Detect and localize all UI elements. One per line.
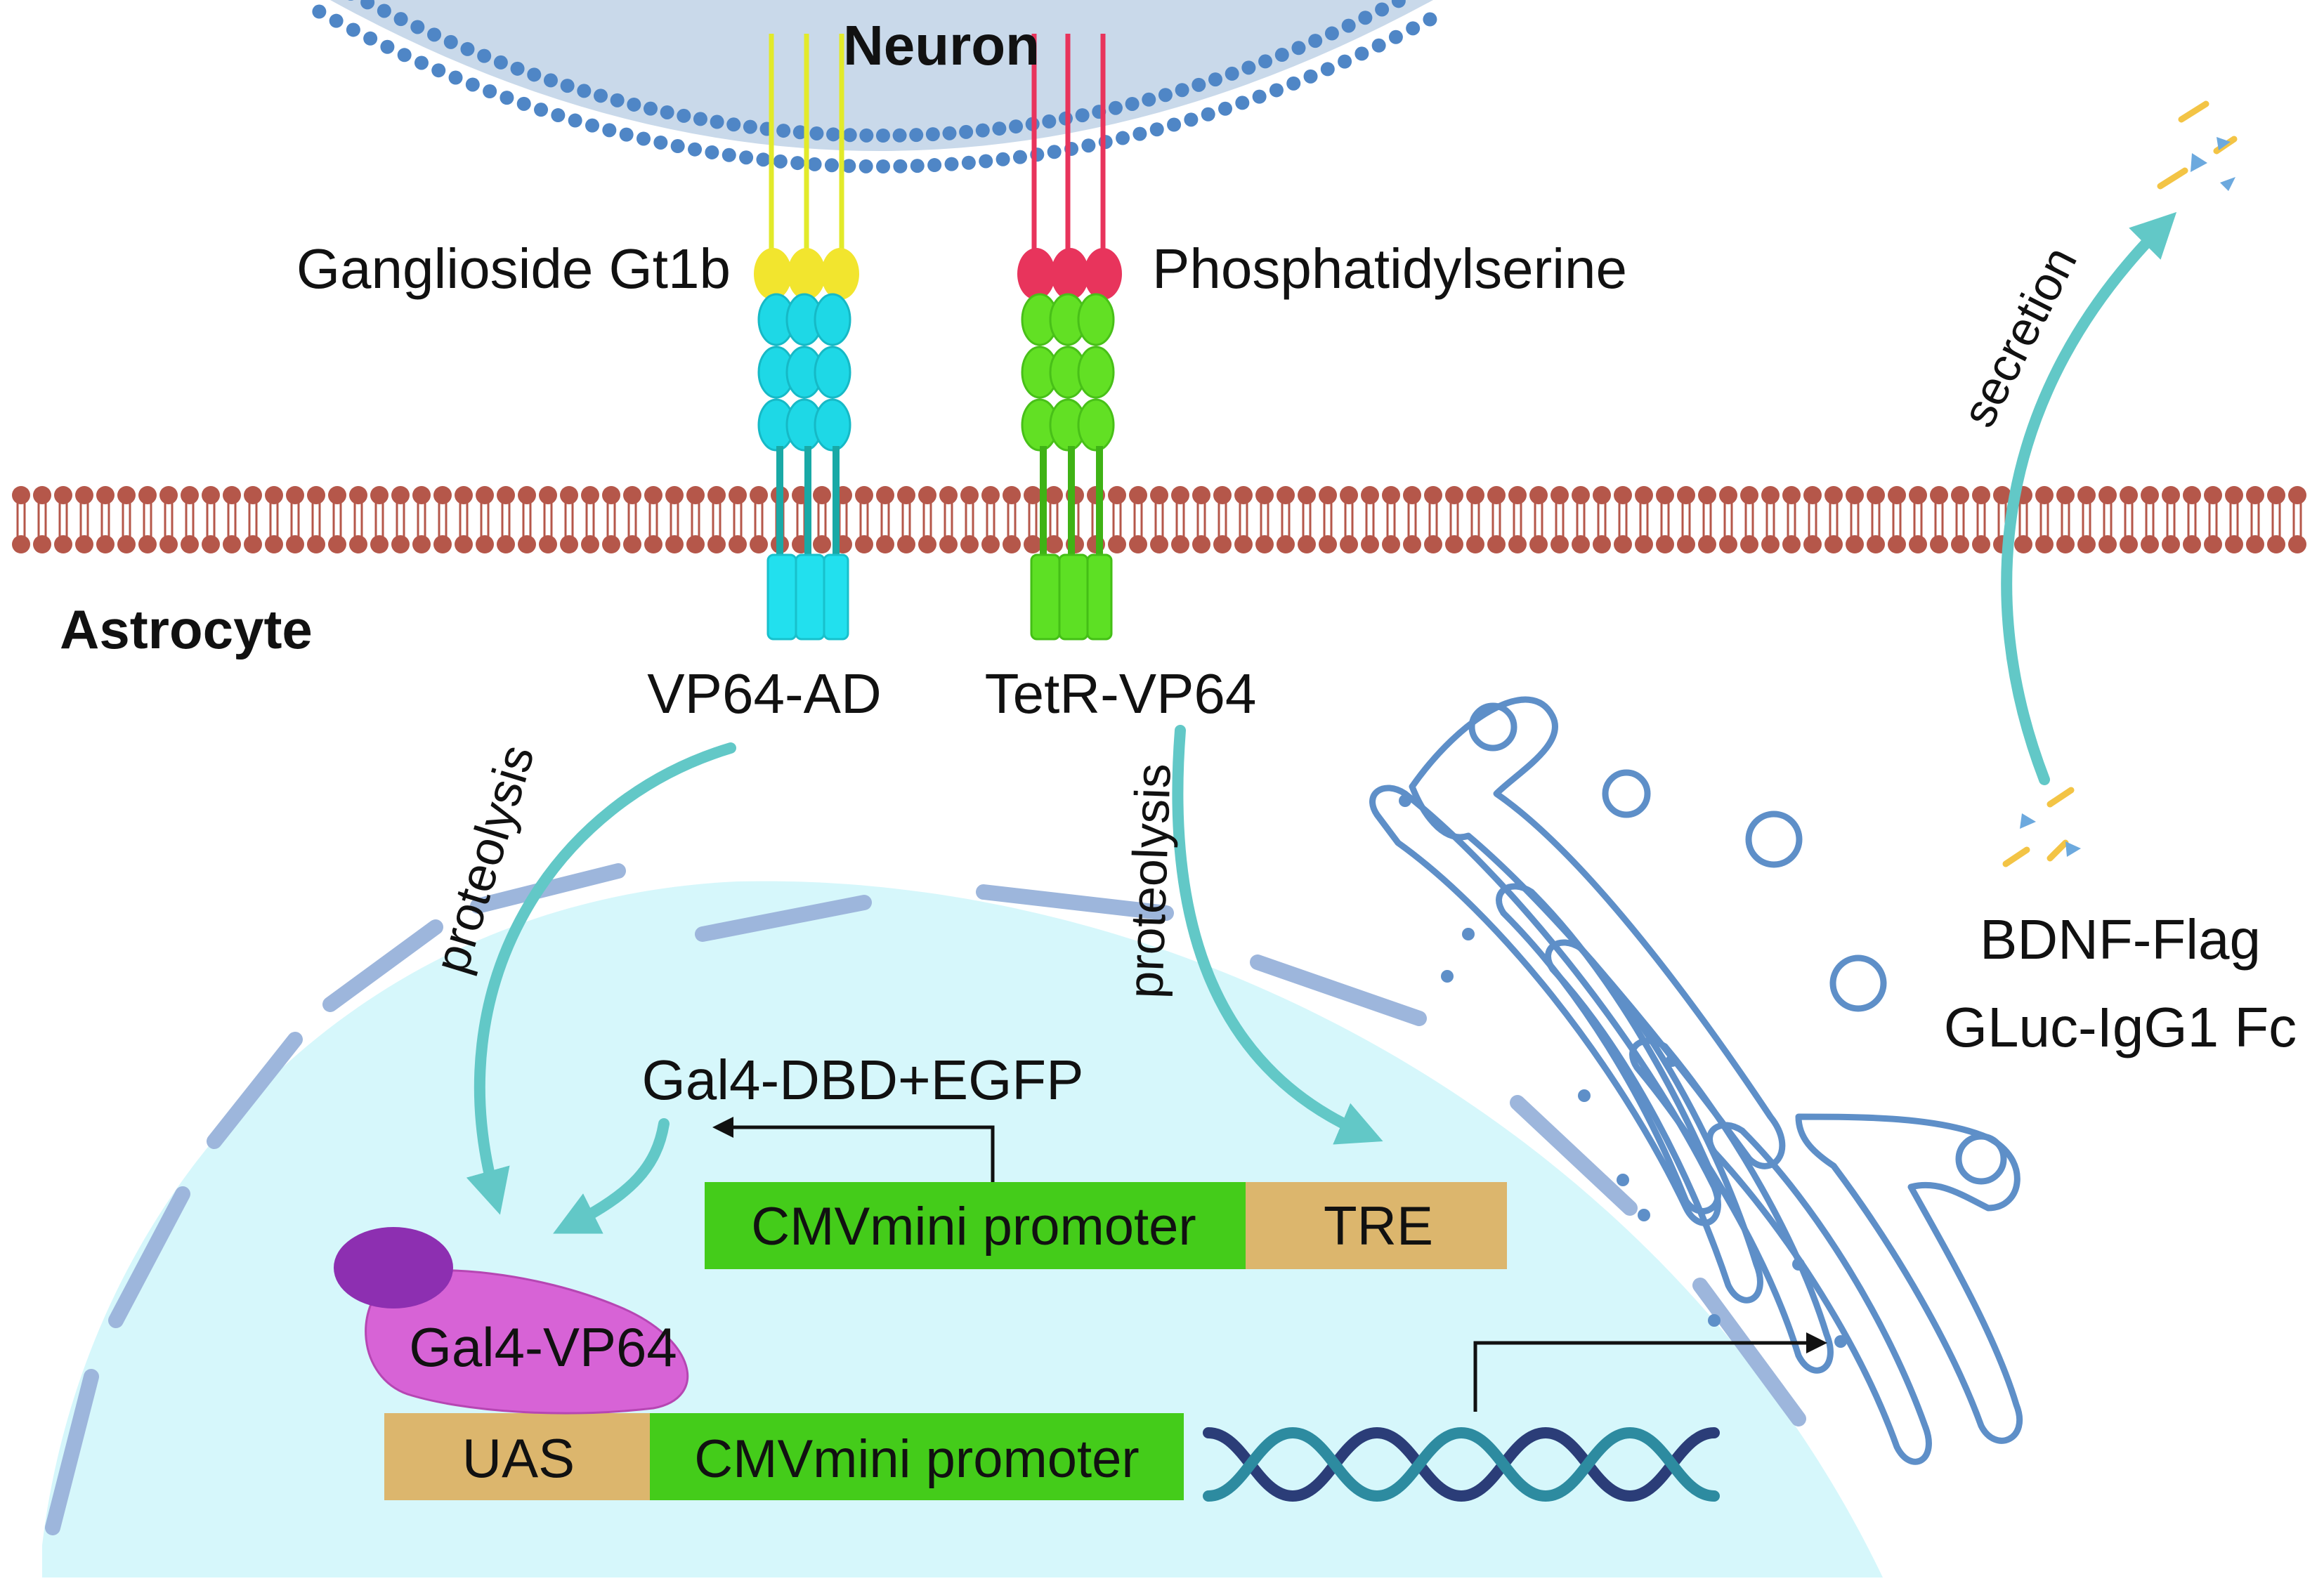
ps-stalks — [1031, 34, 1106, 256]
bottom-transcription-arrow — [1473, 1332, 1827, 1412]
tetr-vp64-label: TetR-VP64 — [985, 662, 1257, 725]
golgi-vesicle-1 — [1468, 702, 1517, 752]
secretion-label: secretion — [1952, 238, 2087, 435]
ps-heads — [1017, 248, 1122, 300]
secreted-particles-bottom — [2002, 787, 2081, 867]
ps-receptor-complex — [1017, 34, 1122, 641]
gal4-head — [334, 1227, 453, 1308]
golgi-vesicle-5 — [1955, 1133, 2007, 1185]
gt1b-heads — [754, 248, 859, 300]
cmv-bottom-label: CMVmini promoter — [694, 1429, 1139, 1489]
gluc-label: GLuc-IgG1 Fc — [1944, 996, 2297, 1058]
gt1b-stalks — [769, 34, 844, 256]
cmv-top-label: CMVmini promoter — [751, 1197, 1196, 1257]
secretion-arrow — [2001, 211, 2177, 785]
tre-label: TRE — [1324, 1195, 1433, 1257]
ganglioside-label: Ganglioside Gt1b — [296, 237, 731, 300]
gal4-vp64-complex — [334, 1227, 689, 1415]
tetr-vp64-domains — [1021, 293, 1115, 452]
cmv-bottom-box — [650, 1413, 1184, 1500]
golgi-vesicle-3 — [1745, 811, 1803, 868]
tre-box — [1246, 1182, 1507, 1269]
dna-helix — [1203, 1426, 1720, 1502]
golgi-cisterna-6 — [1706, 1122, 1932, 1465]
vp64-ad-domains — [757, 293, 851, 452]
astrocyte-label: Astrocyte — [60, 598, 313, 660]
golgi-granules — [1399, 794, 1847, 1348]
upper-construct — [705, 1117, 1507, 1269]
proteolysis-right-label: proteolysis — [1118, 763, 1181, 999]
golgi-apparatus — [1369, 696, 2023, 1465]
lower-construct — [384, 1332, 1827, 1500]
neuron-cytoplasm — [330, 0, 1433, 151]
phosphatidylserine-label: Phosphatidylserine — [1152, 237, 1627, 300]
gt1b-receptor-complex — [754, 34, 859, 641]
vp64-ad-transmembrane — [776, 446, 840, 562]
golgi-cisterna-4 — [1545, 939, 1763, 1304]
nuclear-envelope — [45, 863, 1806, 1535]
golgi-vesicle-2 — [1602, 769, 1651, 818]
vp64-ad-intracellular — [766, 553, 849, 641]
tetr-vp64-transmembrane — [1040, 446, 1103, 562]
neuron-label: Neuron — [843, 14, 1040, 77]
gal4-dbd-to-complex-arrow — [553, 1118, 670, 1234]
proteolysis-arrows — [466, 725, 1383, 1234]
cmv-top-box — [705, 1182, 1246, 1269]
proteolysis-arrow-left — [466, 742, 736, 1215]
gal4-dbd-egfp-label: Gal4-DBD+EGFP — [641, 1049, 1083, 1111]
tetr-vp64-intracellular — [1030, 553, 1113, 641]
dna-strand-1 — [1203, 1426, 1720, 1502]
secreted-particles-top — [2157, 100, 2238, 191]
bdnf-label: BDNF-Flag — [1980, 908, 2261, 971]
top-transcription-arrow — [712, 1117, 995, 1182]
uas-label: UAS — [462, 1427, 575, 1489]
uas-box — [384, 1413, 650, 1500]
gal4-vp64-body — [365, 1269, 689, 1415]
golgi-vesicle-4 — [1829, 954, 1887, 1012]
vp64-ad-label: VP64-AD — [647, 662, 881, 725]
gal4-vp64-label: Gal4-VP64 — [409, 1316, 677, 1378]
dna-strand-2 — [1203, 1426, 1720, 1502]
astrocyte-membrane — [12, 486, 2306, 553]
proteolysis-arrow-right — [1172, 725, 1383, 1145]
